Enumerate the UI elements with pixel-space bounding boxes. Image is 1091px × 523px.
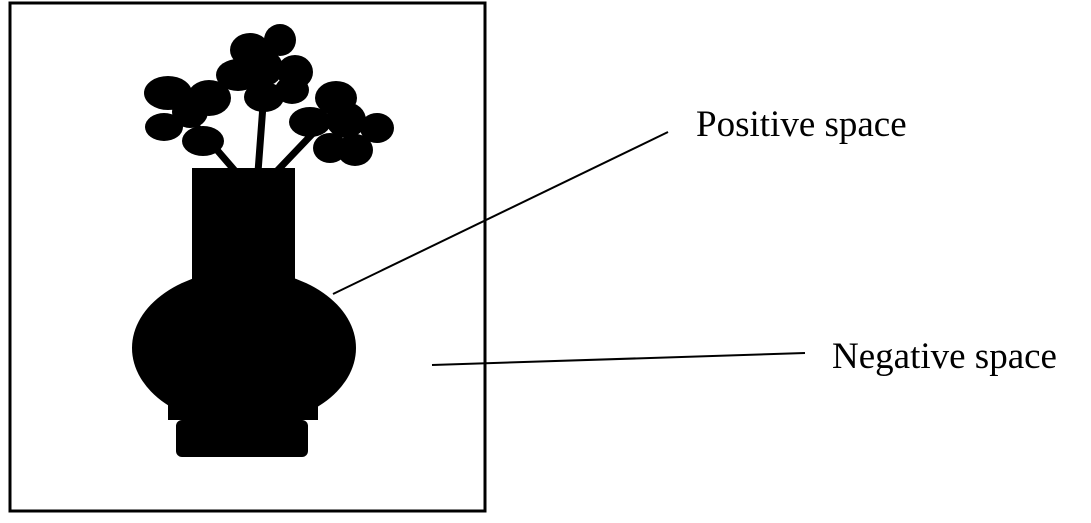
- negative-space-label: Negative space: [832, 336, 1057, 377]
- positive-space-label: Positive space: [696, 104, 907, 145]
- vase-lower: [168, 350, 318, 420]
- vase-with-flowers-icon: [132, 24, 394, 457]
- flower-right: [289, 81, 394, 166]
- flower-middle: [216, 24, 313, 112]
- flower-left: [144, 76, 231, 156]
- positive-space-pointer: [332, 131, 669, 295]
- vase-neck: [192, 168, 295, 280]
- vase-base: [176, 420, 308, 457]
- negative-space-pointer: [431, 352, 806, 366]
